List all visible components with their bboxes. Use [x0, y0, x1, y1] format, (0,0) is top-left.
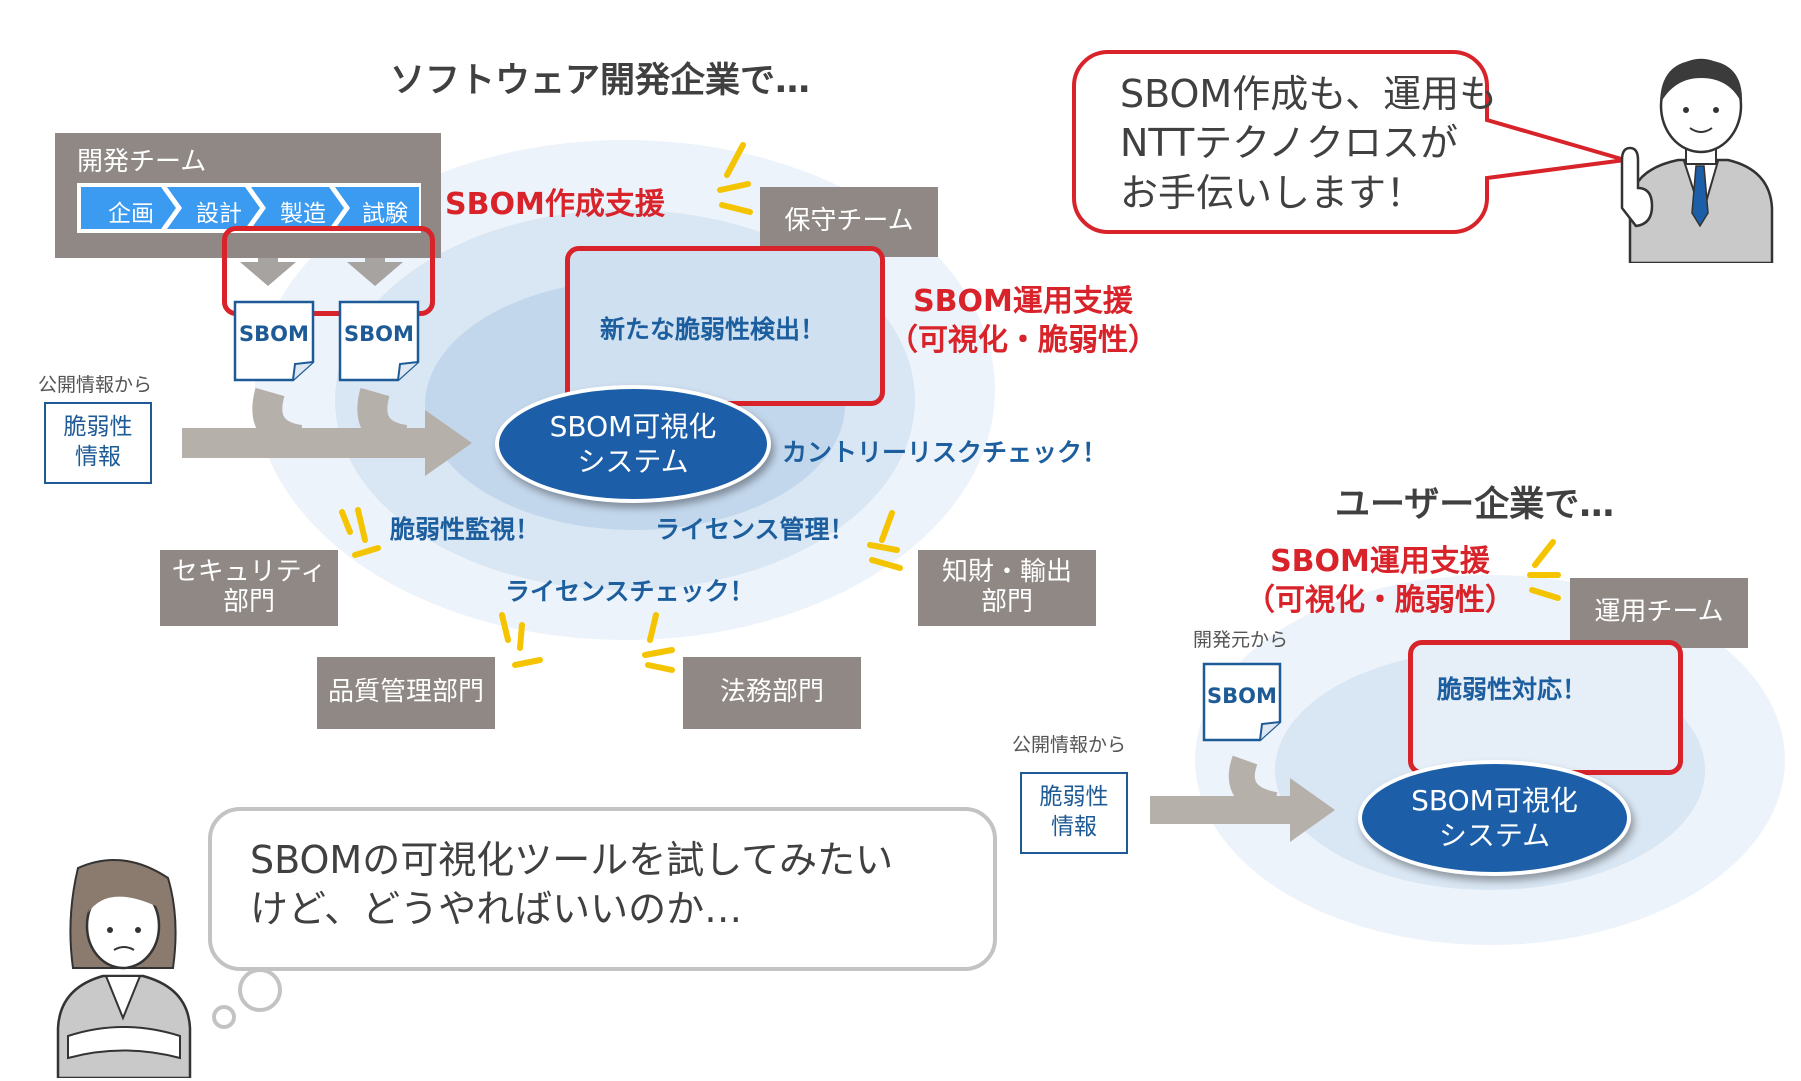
from-developer-label: 開発元から [1193, 629, 1289, 651]
sbom-document-label: SBOM [344, 322, 414, 346]
sparkle-icon [499, 612, 543, 668]
down-arrow-icon [240, 242, 296, 286]
operations-team-box: 運用チーム [1570, 578, 1748, 648]
vuln-detect-highlight-frame [565, 246, 885, 406]
process-step-test: 試験 [362, 201, 408, 227]
sbom-ops-support-text-right: SBOM運用支援 （可視化・脆弱性） [1245, 544, 1515, 618]
sbom-document-label: SBOM [239, 322, 309, 346]
speech-bubble [1072, 50, 1626, 234]
left-heading: ソフトウェア開発企業で… [390, 61, 811, 101]
vuln-monitoring-label: 脆弱性監視！ [390, 515, 541, 544]
dev-team-title: 開発チーム [77, 147, 207, 177]
sparkle-icon [339, 507, 381, 558]
dev-team-panel: 開発チーム 企画 設計 製造 試験 [55, 133, 441, 258]
sbom-create-highlight-frame [222, 226, 435, 316]
maintenance-team-box: 保守チーム [760, 187, 938, 257]
right-arrow-icon [182, 410, 472, 476]
sbom-visualization-system-left: SBOM可視化 システム [495, 385, 771, 503]
sparkle-icon [867, 510, 903, 571]
process-step-plan: 企画 [108, 201, 154, 227]
speech-bubble-text: SBOM作成も、運用も NTTテクノクロスが お手伝いします！ [1120, 72, 1498, 215]
right-arrow-icon [1150, 778, 1335, 842]
process-step-design: 設計 [196, 201, 242, 227]
country-risk-check-label: カントリーリスクチェック！ [782, 438, 1108, 467]
new-vuln-detect-label: 新たな脆弱性検出！ [600, 315, 826, 344]
sbom-ops-support-label-left: SBOM運用支援 （可視化・脆弱性） [888, 282, 1158, 360]
sbom-ops-support-text-left: SBOM運用支援 （可視化・脆弱性） [888, 284, 1158, 358]
thought-bubble-text: SBOMの可視化ツールを試してみたい けど、どうやればいいのか… [250, 838, 894, 932]
sbom-document-icon: SBOM [1202, 662, 1282, 742]
public-info-label-right: 公開情報から [1012, 734, 1127, 756]
sparkle-icon [1527, 539, 1561, 601]
sbom-ops-support-label-right: SBOM運用支援 （可視化・脆弱性） [1245, 542, 1515, 620]
sbom-document-icon: SBOM [233, 300, 315, 382]
process-step-build: 製造 [280, 201, 326, 227]
businesswoman-avatar [56, 859, 192, 1078]
businessman-avatar [1620, 58, 1774, 263]
process-chevrons [81, 187, 419, 229]
sbom-visualization-system-right: SBOM可視化 システム [1358, 760, 1631, 876]
sbom-document-label: SBOM [1207, 684, 1277, 708]
vuln-response-highlight-frame [1408, 640, 1683, 775]
quality-department-box: 品質管理部門 [317, 657, 495, 729]
sbom-document-icon: SBOM [338, 300, 420, 382]
down-arrow-icon [347, 242, 403, 286]
right-heading: ユーザー企業で… [1335, 485, 1615, 525]
license-management-label: ライセンス管理！ [655, 515, 855, 544]
ip-export-department-box: 知財・輸出 部門 [918, 550, 1096, 626]
license-check-label: ライセンスチェック！ [505, 577, 755, 606]
security-department-box: セキュリティ 部門 [160, 550, 338, 626]
sparkle-icon [717, 142, 753, 215]
public-info-label-left: 公開情報から [38, 374, 153, 396]
vuln-info-box-left: 脆弱性 情報 [44, 402, 152, 484]
thought-bubble [208, 807, 997, 1029]
sparkle-icon [642, 612, 675, 673]
process-track: 企画 設計 製造 試験 [77, 183, 421, 233]
vuln-info-box-right: 脆弱性 情報 [1020, 772, 1128, 854]
legal-department-box: 法務部門 [683, 657, 861, 729]
sbom-create-support-label: SBOM作成支援 [445, 187, 665, 222]
vuln-response-label: 脆弱性対応！ [1437, 675, 1588, 704]
